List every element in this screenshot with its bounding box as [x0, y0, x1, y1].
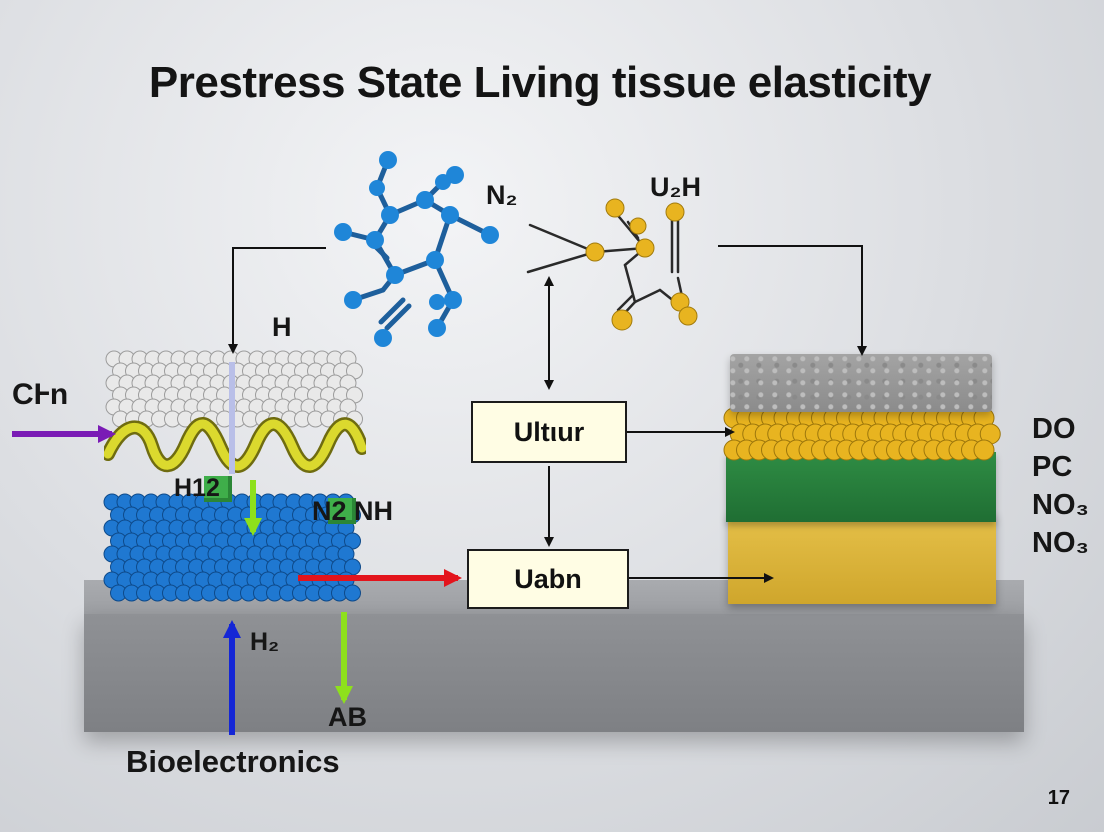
label-h: H [272, 312, 292, 342]
molecule-gold-icon [526, 198, 698, 331]
label-h12: H12 [174, 474, 220, 502]
page-number: 17 [1047, 787, 1070, 809]
page-title: Prestress State Living tissue elasticity [148, 58, 932, 107]
green-cube-icon [328, 498, 356, 524]
molecule-blue-icon [334, 151, 499, 347]
right-label-no3-b: NO₃ [1032, 527, 1089, 559]
white-sphere-layer-icon [105, 350, 363, 428]
gold-sphere-layer-icon [723, 407, 1001, 461]
green-cube-icon [204, 476, 232, 502]
right-label-list: DO PC NO₃ NO₃ [1032, 410, 1089, 562]
label-n2: N₂ [486, 180, 518, 210]
label-h2: H₂ [250, 628, 280, 656]
right-label-do: DO [1032, 413, 1076, 445]
stone-layer [730, 354, 992, 412]
probe-line [229, 362, 235, 474]
label-cun: CⱵn [12, 378, 69, 411]
label-n2-nh: N2 NH [312, 496, 394, 526]
green-layer [726, 452, 996, 522]
label-bioelectronics: Bioelectronics [126, 744, 340, 779]
helix-icon [104, 417, 366, 473]
process-box-bottom: Uabn [467, 549, 629, 609]
right-label-pc: PC [1032, 451, 1073, 483]
process-box-top: Ultιur [471, 401, 627, 463]
right-label-no3-a: NO₃ [1032, 489, 1089, 521]
label-ab: AB [328, 702, 367, 732]
yellow-layer [728, 512, 996, 604]
label-u2h: U₂H [650, 172, 701, 202]
